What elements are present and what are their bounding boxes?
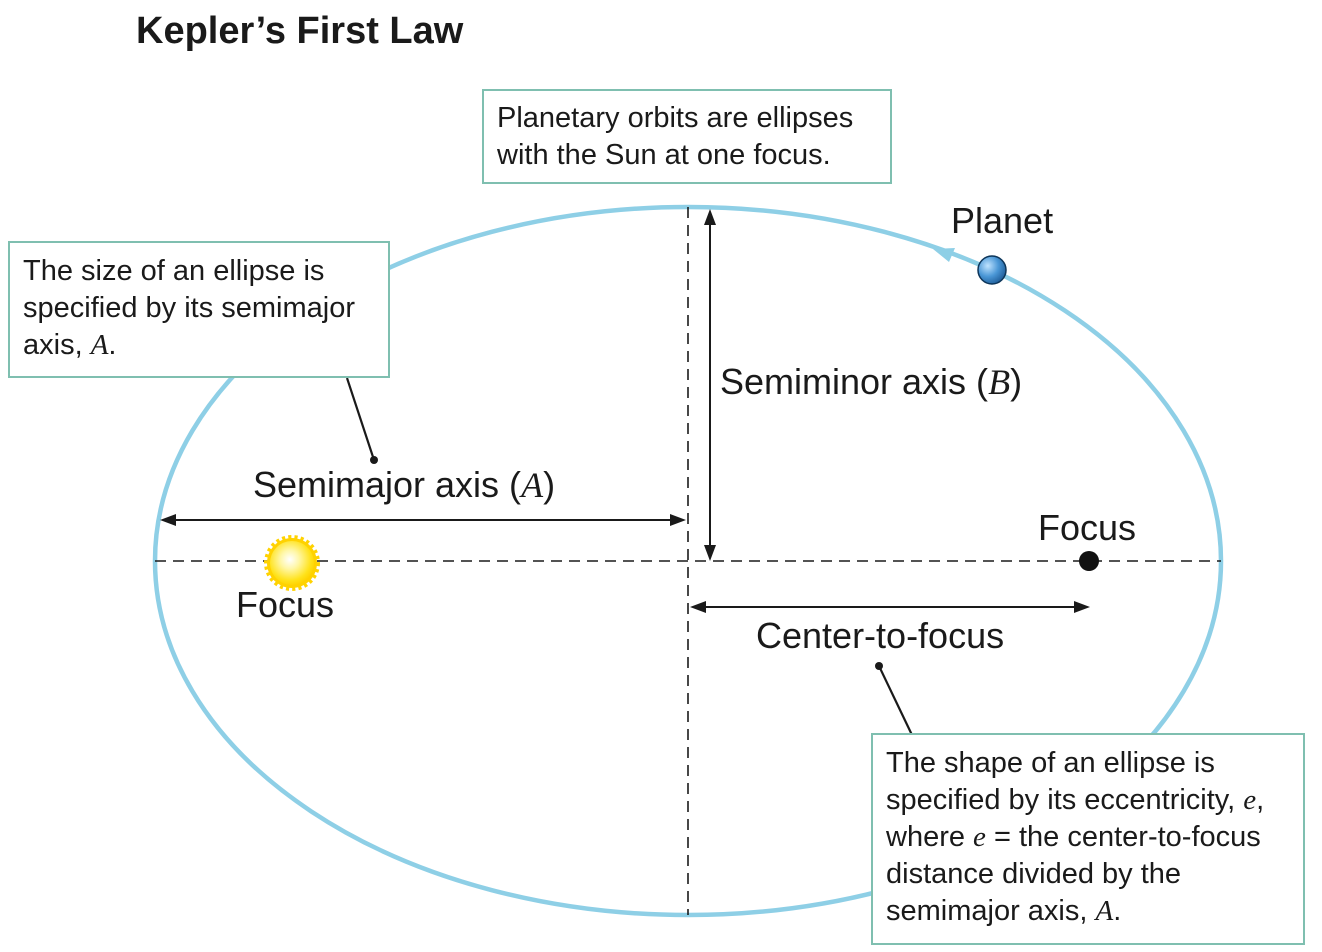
size-rule-callout: The size of an ellipse is specified by i… [8, 241, 390, 378]
focus-right-label: Focus [1038, 507, 1137, 548]
page-title: Kepler’s First Law [136, 10, 464, 52]
semiminor-axis-label-close: ) [1010, 361, 1023, 402]
orbit-rule-line-1: Planetary orbits are ellipses [497, 102, 854, 134]
size-callout-leader [345, 377, 378, 464]
shape-rule-symbol-e: e [1243, 784, 1257, 816]
shape-rule-symbol-a: A [1095, 895, 1114, 927]
size-rule-line-2: specified by its semimajor [23, 292, 355, 324]
orbit-rule-callout: Planetary orbits are ellipses with the S… [482, 89, 892, 184]
center-to-focus-label: Center-to-focus [756, 615, 1005, 656]
planet-label: Planet [951, 200, 1054, 241]
size-rule-line-3-suffix: . [108, 329, 117, 361]
semimajor-axis-arrow [160, 514, 686, 526]
shape-rule-callout: The shape of an ellipse is specified by … [871, 733, 1305, 945]
orbit-direction-arrow-icon [933, 248, 955, 262]
shape-rule-line-4: distance divided by the [886, 858, 1182, 890]
shape-rule-line-5-suffix: . [1113, 895, 1122, 927]
focus-left-label: Focus [236, 584, 335, 625]
semiminor-axis-symbol: B [988, 362, 1011, 402]
size-rule-line-1: The size of an ellipse is [23, 255, 325, 287]
orbit-rule-line-2: with the Sun at one focus. [497, 139, 831, 171]
shape-rule-line-1: The shape of an ellipse is [886, 747, 1215, 779]
shape-rule-line-3-suffix: the center-to-focus [1018, 821, 1261, 853]
size-rule-symbol-a: A [90, 329, 109, 361]
shape-rule-symbol-e-2: e [973, 821, 986, 853]
shape-rule-line-3: where e = the center-to-focus [886, 819, 1303, 856]
semimajor-axis-symbol: A [521, 465, 544, 505]
shape-rule-line-5: semimajor axis, A. [886, 893, 1303, 930]
shape-rule-line-5-prefix: semimajor axis, [886, 895, 1096, 927]
semiminor-axis-label-text: Semiminor axis ( [720, 361, 989, 402]
planet-icon [977, 255, 1007, 285]
size-rule-line-3: axis, A. [23, 327, 388, 364]
shape-rule-line-2-prefix: specified by its eccentricity, [886, 784, 1244, 816]
shape-rule-line-2-suffix: , [1256, 784, 1265, 816]
shape-rule-line-2: specified by its eccentricity, e, [886, 782, 1303, 819]
shape-rule-line-3-prefix: where [886, 821, 974, 853]
semiminor-axis-arrow [704, 209, 716, 561]
shape-callout-leader [875, 662, 913, 736]
semimajor-axis-label: Semimajor axis (A) [253, 464, 556, 505]
shape-rule-equals: = [985, 821, 1019, 853]
semimajor-axis-label-close: ) [543, 464, 556, 505]
focus-point-icon [1079, 551, 1099, 571]
semimajor-axis-label-text: Semimajor axis ( [253, 464, 522, 505]
semiminor-axis-label: Semiminor axis (B) [720, 361, 1023, 402]
sun-icon [264, 535, 320, 591]
center-to-focus-arrow [690, 601, 1090, 613]
size-rule-line-3-prefix: axis, [23, 329, 91, 361]
